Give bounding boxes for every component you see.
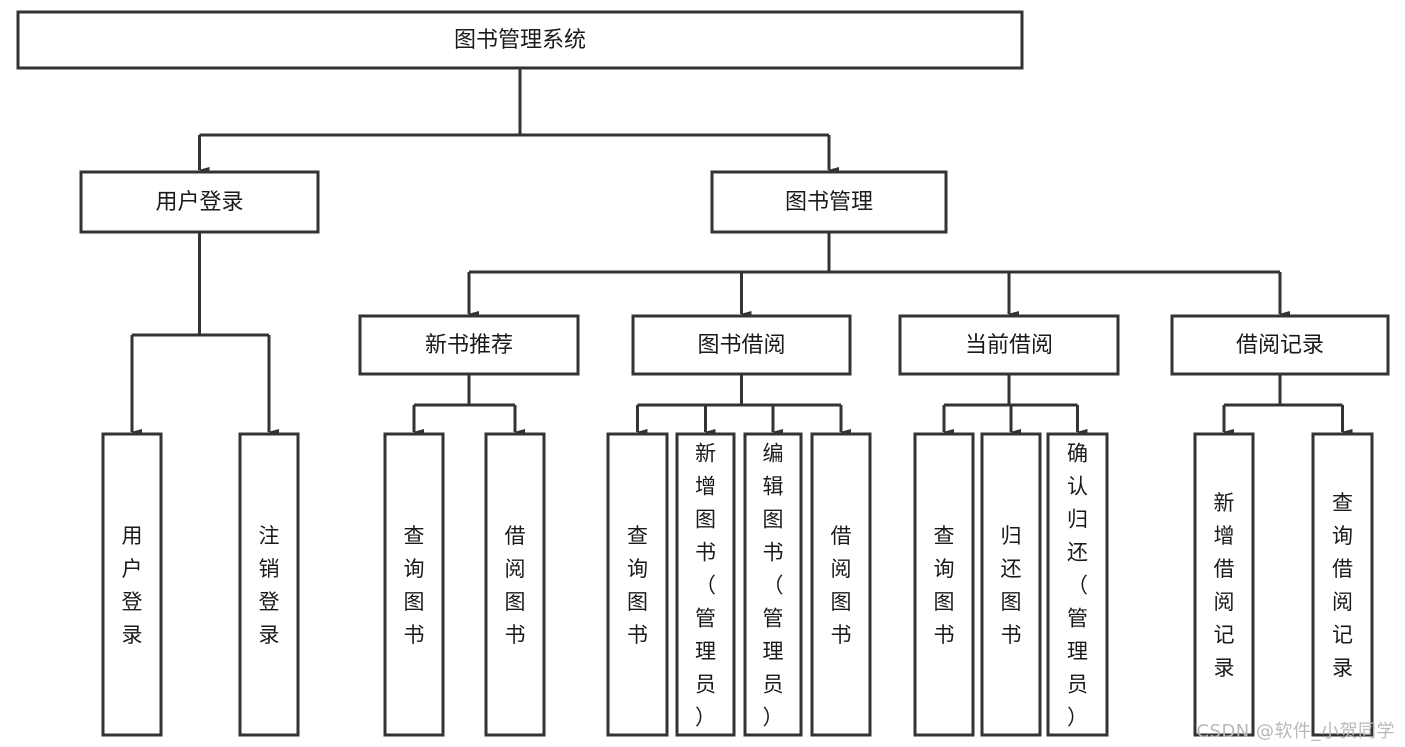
node-leaf-confirm-return[interactable]: 确认归还（管理员） bbox=[1046, 432, 1109, 737]
node-label: 查询图书 bbox=[934, 524, 955, 647]
node-box[interactable] bbox=[484, 432, 546, 737]
node-box[interactable] bbox=[1170, 314, 1390, 376]
edge-group-borrow_record bbox=[1222, 374, 1353, 435]
node-leaf-query-book-2[interactable]: 查询图书 bbox=[606, 432, 669, 737]
node-label: 查询借阅记录 bbox=[1332, 491, 1353, 680]
node-borrow-record[interactable]: 借阅记录 bbox=[1170, 314, 1390, 376]
node-leaf-user-login[interactable]: 用户登录 bbox=[101, 432, 163, 737]
watermark-text: CSDN @软件_小贺同学 bbox=[1196, 721, 1395, 742]
node-book-borrow[interactable]: 图书借阅 bbox=[631, 314, 852, 376]
node-box[interactable] bbox=[913, 432, 975, 737]
node-box[interactable] bbox=[1046, 432, 1109, 737]
node-leaf-query-book-3[interactable]: 查询图书 bbox=[913, 432, 975, 737]
node-current-borrow[interactable]: 当前借阅 bbox=[898, 314, 1120, 376]
node-label: 借阅记录 bbox=[1236, 333, 1324, 358]
node-box[interactable] bbox=[675, 432, 736, 737]
node-box[interactable] bbox=[810, 432, 872, 737]
node-box[interactable] bbox=[898, 314, 1120, 376]
node-user-login[interactable]: 用户登录 bbox=[79, 170, 320, 234]
node-label: 借阅图书 bbox=[505, 524, 526, 647]
node-leaf-borrow-book-1[interactable]: 借阅图书 bbox=[484, 432, 546, 737]
edge-layer bbox=[130, 68, 1353, 435]
node-box[interactable] bbox=[16, 10, 1024, 70]
node-label: 新增图书（管理员） bbox=[695, 442, 716, 730]
node-label: 新增借阅记录 bbox=[1214, 491, 1235, 680]
node-new-book-rec[interactable]: 新书推荐 bbox=[358, 314, 580, 376]
node-box[interactable] bbox=[606, 432, 669, 737]
node-label: 借阅图书 bbox=[831, 524, 852, 647]
node-label: 图书管理系统 bbox=[454, 28, 586, 53]
node-label: 用户登录 bbox=[122, 524, 143, 647]
node-leaf-query-book-1[interactable]: 查询图书 bbox=[383, 432, 445, 737]
node-label: 用户登录 bbox=[155, 190, 243, 215]
node-box[interactable] bbox=[79, 170, 320, 234]
node-label: 新书推荐 bbox=[425, 333, 513, 358]
node-box[interactable] bbox=[1311, 432, 1374, 737]
node-box[interactable] bbox=[383, 432, 445, 737]
node-box[interactable] bbox=[238, 432, 300, 737]
node-label: 确认归还（管理员） bbox=[1067, 442, 1088, 730]
node-leaf-add-book[interactable]: 新增图书（管理员） bbox=[675, 432, 736, 737]
edge-group-current_borrow bbox=[942, 374, 1088, 435]
node-label: 查询图书 bbox=[627, 524, 648, 647]
node-box[interactable] bbox=[631, 314, 852, 376]
node-label: 当前借阅 bbox=[965, 333, 1053, 358]
node-label: 查询图书 bbox=[404, 524, 425, 647]
node-box[interactable] bbox=[980, 432, 1042, 737]
node-leaf-borrow-book-2[interactable]: 借阅图书 bbox=[810, 432, 872, 737]
node-leaf-add-record[interactable]: 新增借阅记录 bbox=[1193, 432, 1255, 737]
node-leaf-return-book[interactable]: 归还图书 bbox=[980, 432, 1042, 737]
node-layer: 图书管理系统用户登录图书管理新书推荐图书借阅当前借阅借阅记录用户登录注销登录查询… bbox=[16, 10, 1390, 737]
node-leaf-edit-book[interactable]: 编辑图书（管理员） bbox=[743, 432, 803, 737]
node-box[interactable] bbox=[358, 314, 580, 376]
edge-group-book_borrow bbox=[636, 374, 851, 435]
node-box[interactable] bbox=[743, 432, 803, 737]
node-box[interactable] bbox=[1193, 432, 1255, 737]
edge-group-root bbox=[198, 68, 839, 173]
node-label: 注销登录 bbox=[259, 524, 280, 647]
node-box[interactable] bbox=[101, 432, 163, 737]
node-label: 图书借阅 bbox=[697, 333, 785, 358]
node-label: 编辑图书（管理员） bbox=[763, 442, 784, 730]
edge-group-user_login bbox=[130, 232, 279, 435]
node-root[interactable]: 图书管理系统 bbox=[16, 10, 1024, 70]
node-label: 图书管理 bbox=[785, 190, 873, 215]
edge-group-new_book_rec bbox=[412, 374, 525, 435]
node-book-manage[interactable]: 图书管理 bbox=[710, 170, 948, 234]
node-label: 归还图书 bbox=[1001, 524, 1022, 647]
node-leaf-query-record[interactable]: 查询借阅记录 bbox=[1311, 432, 1374, 737]
edge-group-book_manage bbox=[467, 232, 1290, 317]
node-leaf-logout[interactable]: 注销登录 bbox=[238, 432, 300, 737]
node-box[interactable] bbox=[710, 170, 948, 234]
